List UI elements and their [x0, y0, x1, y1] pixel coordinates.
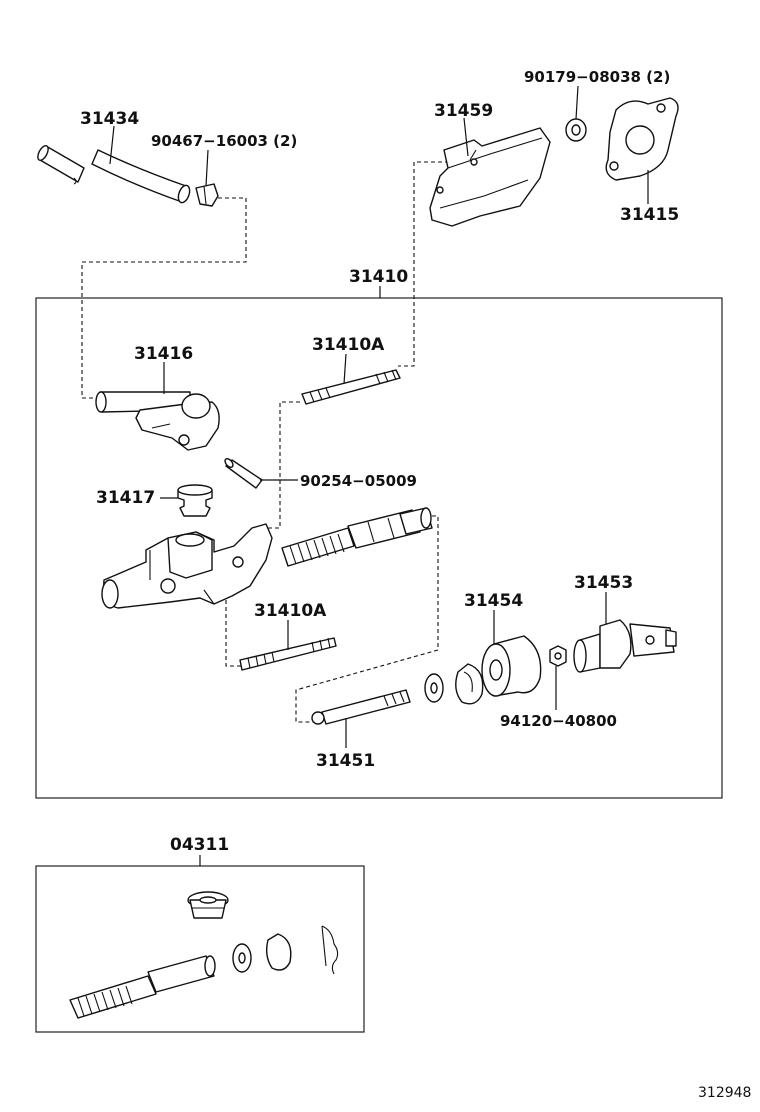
nut-94120-40800 — [549, 645, 567, 667]
label-94120-40800: 94120−40800 — [500, 712, 617, 730]
bracket-31459 — [429, 127, 551, 227]
piston-spring-assembly — [281, 507, 433, 567]
kit-spring-clip — [321, 925, 339, 975]
label-31417: 31417 — [96, 488, 155, 508]
leader-31434 — [109, 125, 115, 165]
label-31459: 31459 — [434, 101, 493, 121]
washer — [424, 673, 444, 703]
clip-90467-16003 — [195, 183, 219, 207]
pin-90254-05009 — [224, 458, 263, 489]
diagram-id: 312948 — [698, 1085, 751, 1101]
boot-31454 — [481, 635, 542, 697]
kit-snap-ring — [265, 933, 292, 971]
label-31415: 31415 — [620, 205, 679, 225]
union-31416 — [95, 391, 220, 451]
label-31416: 31416 — [134, 344, 193, 364]
master-cylinder-body — [101, 523, 273, 609]
kit-grommet — [187, 891, 229, 919]
kit-piston-spring — [69, 955, 216, 1019]
label-90254-05009: 90254−05009 — [300, 472, 417, 490]
label-31410: 31410 — [349, 267, 408, 287]
hose-connection-dashed-line — [81, 197, 247, 399]
clevis-31453 — [573, 619, 677, 673]
pushrod-31451 — [311, 689, 411, 725]
leader-90179 — [575, 85, 579, 120]
label-04311: 04311 — [170, 835, 229, 855]
pushrod-dashed-line — [295, 515, 439, 723]
gasket-31415 — [605, 97, 679, 181]
leader-31410A-top — [343, 353, 347, 385]
label-90467-16003: 90467−16003 (2) — [151, 132, 297, 150]
label-31410A-mid: 31410A — [254, 601, 327, 621]
stud-cylinder-dashed-line — [262, 401, 300, 529]
leader-31459 — [463, 117, 469, 157]
stud-31410A-mid — [239, 637, 337, 671]
bracket-stud-dashed-line — [398, 161, 470, 367]
label-31453: 31453 — [574, 573, 633, 593]
assembly-box-31410 — [35, 297, 723, 799]
stud-31410A-top — [301, 369, 401, 405]
lower-stud-dashed-line — [225, 600, 244, 667]
grommet-31417 — [177, 484, 213, 517]
label-31410A-top: 31410A — [312, 335, 385, 355]
label-90179-08038: 90179−08038 (2) — [524, 68, 670, 86]
nut-90179-08038 — [565, 118, 587, 142]
snap-ring — [455, 663, 484, 705]
label-31454: 31454 — [464, 591, 523, 611]
label-31451: 31451 — [316, 751, 375, 771]
label-31434: 31434 — [80, 109, 139, 129]
kit-washer — [232, 943, 252, 973]
hose-31434 — [37, 144, 191, 204]
leader-90467 — [205, 149, 209, 187]
